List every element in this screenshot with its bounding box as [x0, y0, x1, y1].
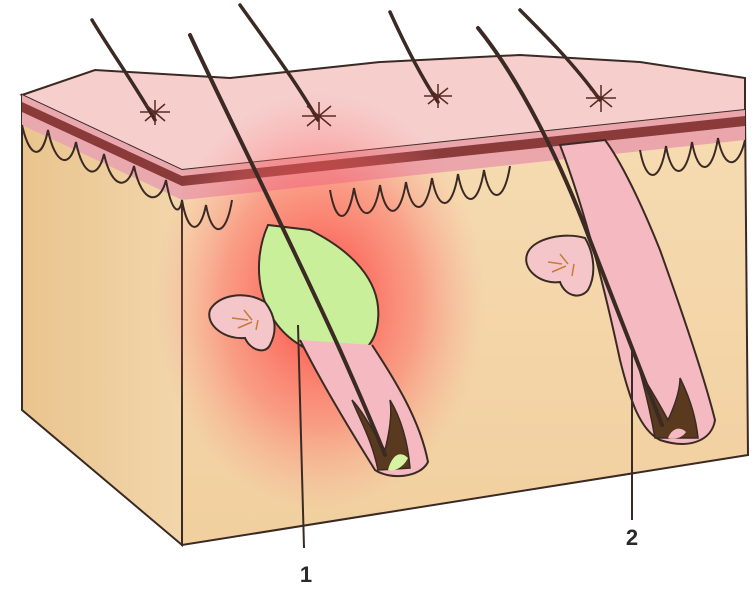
label-1: 1 — [300, 562, 312, 587]
label-2: 2 — [626, 525, 638, 550]
